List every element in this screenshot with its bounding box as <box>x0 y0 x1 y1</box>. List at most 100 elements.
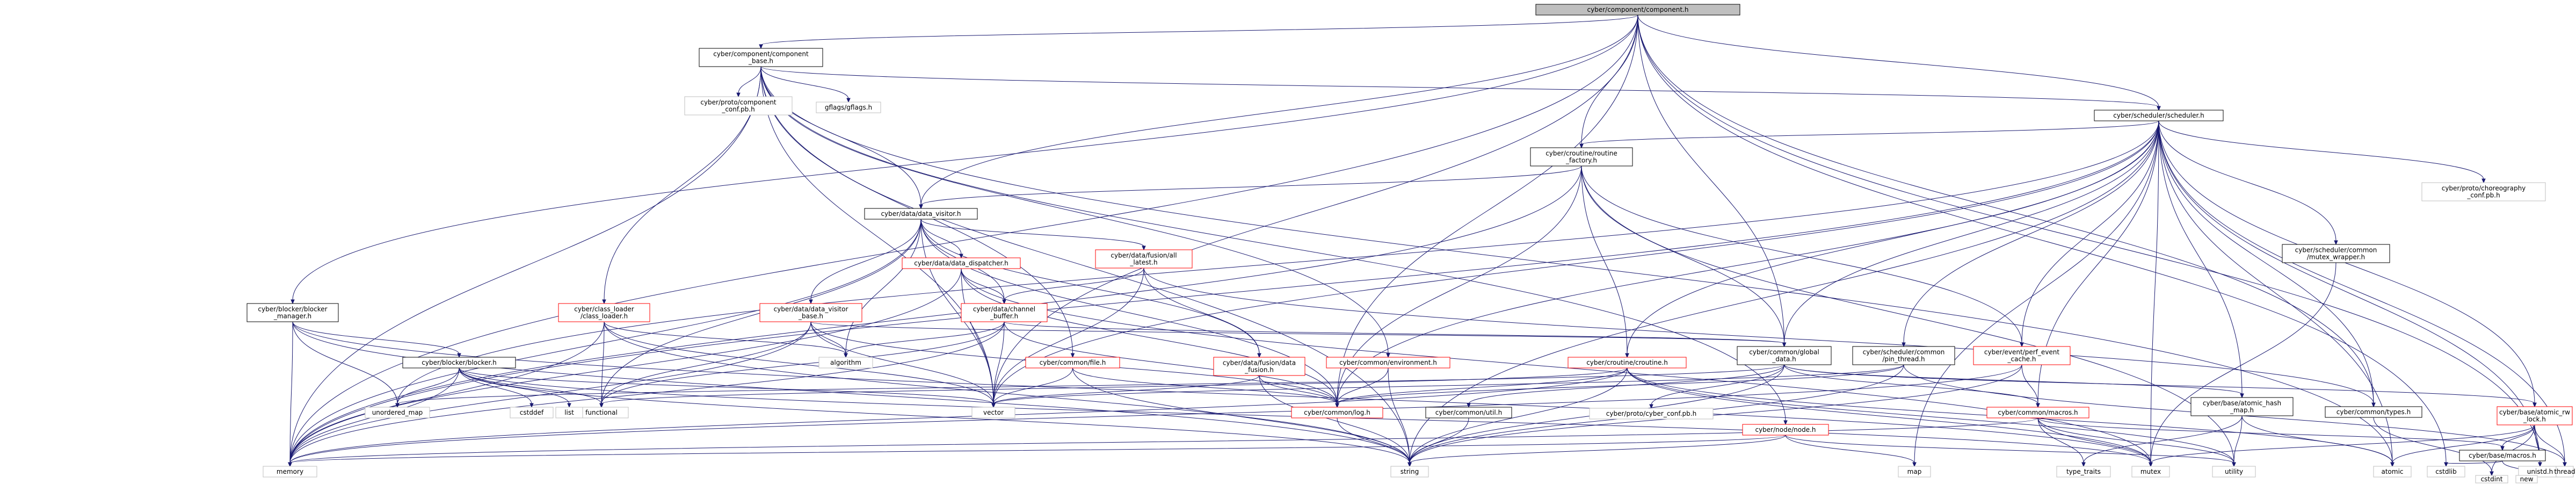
node-label: cyber/data/data_visitor.h <box>881 210 961 218</box>
node-atomic-hash-map-h[interactable]: cyber/base/atomic_hash_map.h <box>2190 397 2294 416</box>
node-log-h[interactable]: cyber/common/log.h <box>1291 407 1383 418</box>
edge-component_base_h-to-atomic <box>760 66 2393 464</box>
node-class-loader-h[interactable]: cyber/class_loader/class_loader.h <box>558 303 650 322</box>
node-box <box>1025 357 1120 369</box>
node-label: list <box>564 409 574 416</box>
edge-scheduler_h-to-string <box>1409 120 2159 464</box>
edge-scheduler_h-to-unistd_h <box>2158 120 2541 464</box>
node-util-h[interactable]: cyber/common/util.h <box>1425 407 1512 418</box>
node-perf-event-cache-h[interactable]: cyber/event/perf_event_cache.h <box>1973 346 2071 365</box>
edge-atomic_rw_lock_h-to-thread <box>2534 424 2565 464</box>
edge-scheduler_h-to-vector <box>993 120 2159 404</box>
node-thread: thread <box>2554 466 2575 478</box>
node-label: _conf.pb.h <box>2466 192 2500 199</box>
node-box <box>818 357 873 369</box>
node-label: atomic <box>2381 468 2403 475</box>
edge-croutine_h-to-log_h <box>1337 367 1628 404</box>
node-label: cyber/component/component.h <box>1587 6 1689 13</box>
edge-routine_factory_h-to-perf_event_cache_h <box>1581 165 2022 344</box>
node-box <box>1291 407 1383 418</box>
node-box <box>555 407 583 418</box>
node-label: _map.h <box>2230 407 2254 414</box>
edge-croutine_h-to-memory <box>289 367 1628 464</box>
arrowhead <box>1142 245 1146 251</box>
node-croutine-h[interactable]: cyber/croutine/croutine.h <box>1568 357 1687 369</box>
node-label: cyber/proto/cyber_conf.pb.h <box>1606 410 1696 417</box>
node-component-h[interactable]: cyber/component/component.h <box>1535 4 1740 16</box>
arrowhead <box>291 299 295 305</box>
edge-scheduler_h-to-mutex_wrapper_h <box>2158 120 2336 242</box>
node-box <box>2282 244 2390 263</box>
arrowhead <box>2232 462 2236 467</box>
edge-component_h-to-component_base_h <box>760 15 1638 46</box>
arrowhead <box>1912 462 1917 467</box>
node-label: cyber/data/fusion/all <box>1111 252 1177 259</box>
node-label: gflags/gflags.h <box>825 104 872 111</box>
arrowhead <box>2149 462 2153 467</box>
node-label: cstddef <box>520 409 544 416</box>
node-environment-h[interactable]: cyber/common/environment.h <box>1326 357 1450 369</box>
node-atomic-rw-lock-h[interactable]: cyber/base/atomic_rw_lock.h <box>2497 406 2573 425</box>
node-box <box>1589 408 1714 420</box>
node-data-visitor-h[interactable]: cyber/data/data_visitor.h <box>864 208 978 220</box>
edge-data_visitor_h-to-data_fusion_h <box>920 219 1260 355</box>
node-label: cyber/node/node.h <box>1755 426 1816 434</box>
edge-pin_thread_h-to-log_h <box>1337 364 1904 404</box>
node-box <box>971 407 1015 418</box>
node-label: cyber/common/log.h <box>1304 409 1370 416</box>
node-box <box>2094 110 2224 121</box>
node-all-latest-h[interactable]: cyber/data/fusion/all_latest.h <box>1095 249 1193 269</box>
arrowhead <box>1335 403 1339 408</box>
node-common-macros-h[interactable]: cyber/common/macros.h <box>1986 407 2089 418</box>
node-cyber-conf-pb-h: cyber/proto/cyber_conf.pb.h <box>1589 408 1714 420</box>
node-unordered-map: unordered_map <box>365 407 430 418</box>
node-global-data-h[interactable]: cyber/common/global_data.h <box>1737 346 1832 365</box>
edge-scheduler_h-to-routine_factory_h <box>1581 120 2159 145</box>
node-blocker-h[interactable]: cyber/blocker/blocker.h <box>402 357 516 369</box>
node-scheduler-h[interactable]: cyber/scheduler/scheduler.h <box>2094 110 2224 121</box>
node-routine-factory-h[interactable]: cyber/croutine/routine_factory.h <box>1530 147 1633 167</box>
node-box <box>2459 450 2546 461</box>
nodes-layer: cyber/component/component.h cyber/compone… <box>246 4 2575 483</box>
edge-base_macros_h-to-cstdlib <box>2446 460 2503 464</box>
node-channel-buffer-h[interactable]: cyber/data/channel_buffer.h <box>961 303 1048 322</box>
edge-data_visitor_h-to-data_dispatcher_h <box>920 219 962 255</box>
node-node-h[interactable]: cyber/node/node.h <box>1742 424 1829 436</box>
node-file-h[interactable]: cyber/common/file.h <box>1025 357 1120 369</box>
arrowhead <box>2334 240 2338 245</box>
node-label: cyber/scheduler/common <box>1863 349 1945 356</box>
edge-class_loader_h-to-vector <box>604 321 994 404</box>
node-mutex-wrapper-h[interactable]: cyber/scheduler/common/mutex_wrapper.h <box>2282 244 2390 263</box>
arrowhead <box>395 403 400 408</box>
node-types-h[interactable]: cyber/common/types.h <box>2325 406 2422 418</box>
node-label: cyber/common/macros.h <box>1998 409 2078 416</box>
edge-routine_factory_h-to-croutine_h <box>1581 165 1628 355</box>
edge-component_base_h-to-data_visitor_h <box>760 66 921 206</box>
edge-scheduler_h-to-choreography_conf_pb_h <box>2158 120 2484 180</box>
node-label: _conf.pb.h <box>721 106 754 113</box>
arrowhead <box>288 462 292 467</box>
node-label: cstdint <box>2481 475 2503 483</box>
edge-blocker_manager_h-to-mutex <box>292 321 2151 464</box>
node-pin-thread-h[interactable]: cyber/scheduler/common/pin_thread.h <box>1852 346 1955 365</box>
edge-all_latest_h-to-data_fusion_h <box>1143 268 1260 355</box>
node-data-dispatcher-h[interactable]: cyber/data/data_dispatcher.h <box>902 257 1021 269</box>
node-choreography-conf-pb-h: cyber/proto/choreography_conf.pb.h <box>2421 182 2546 201</box>
node-type-traits: type_traits <box>2056 466 2111 478</box>
edge-channel_buffer_h-to-global_data_h <box>1004 321 1784 344</box>
node-blocker-manager-h[interactable]: cyber/blocker/blocker_manager.h <box>246 303 339 322</box>
node-box <box>1973 346 2071 365</box>
edge-component_base_h-to-memory <box>289 66 761 464</box>
node-label: _data.h <box>1772 356 1796 363</box>
edge-atomic_rw_lock_h-to-atomic <box>2392 424 2535 464</box>
node-data-visitor-base-h[interactable]: cyber/data/data_visitor_base.h <box>759 303 862 322</box>
node-base-macros-h[interactable]: cyber/base/macros.h <box>2459 450 2546 461</box>
arrowhead <box>1649 404 1653 409</box>
node-label: cyber/blocker/blocker.h <box>422 359 497 366</box>
node-box <box>246 303 339 322</box>
node-data-fusion-h[interactable]: cyber/data/fusion/data_fusion.h <box>1213 357 1305 376</box>
node-cstddef: cstddef <box>510 407 554 418</box>
node-component-base-h[interactable]: cyber/component/component_base.h <box>699 48 823 67</box>
edge-scheduler_h-to-perf_event_cache_h <box>2021 120 2159 344</box>
